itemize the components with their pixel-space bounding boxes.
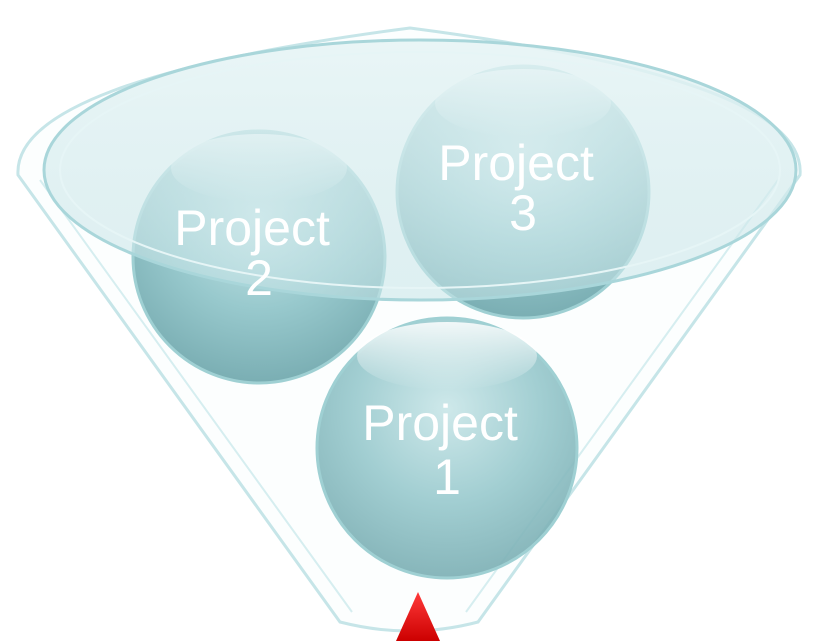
project-3-label: Project 3 bbox=[438, 135, 608, 241]
project-1-label: Project 1 bbox=[362, 395, 532, 505]
output-arrow bbox=[396, 592, 440, 641]
funnel-rim bbox=[42, 38, 798, 302]
bubble-project-1 bbox=[315, 316, 579, 580]
project-3-line1: Project bbox=[438, 135, 594, 191]
funnel-rim-inner bbox=[59, 51, 781, 289]
project-1-line2: 1 bbox=[433, 449, 461, 505]
project-3-line2: 3 bbox=[509, 185, 537, 241]
project-2-label: Project 2 bbox=[174, 200, 344, 306]
project-1-line1: Project bbox=[362, 395, 518, 451]
project-2-line1: Project bbox=[174, 200, 330, 256]
project-2-line2: 2 bbox=[245, 250, 273, 306]
